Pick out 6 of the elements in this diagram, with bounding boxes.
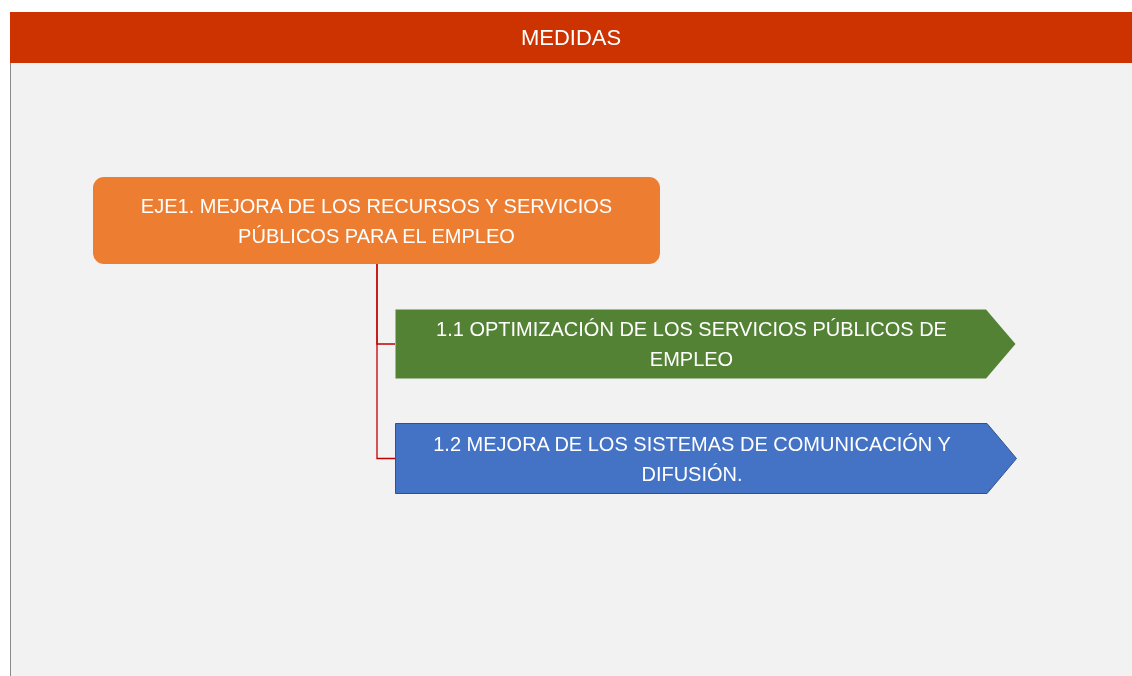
node-label: 1.1 OPTIMIZACIÓN DE LOS SERVICIOS PÚBLICOS DE EMPLEO (435, 317, 948, 372)
header-bar: MEDIDAS (10, 12, 1132, 63)
connector-line (376, 263, 396, 460)
node-label: 1.2 MEJORA DE LOS SISTEMAS DE COMUNICACIÓN Y DIFUSIÓN. (432, 431, 952, 487)
node-label: EJE1. MEJORA DE LOS RECURSOS Y SERVICIOS PÚBLICOS PARA EL EMPLEO (139, 193, 614, 249)
rounded-box (93, 177, 660, 264)
